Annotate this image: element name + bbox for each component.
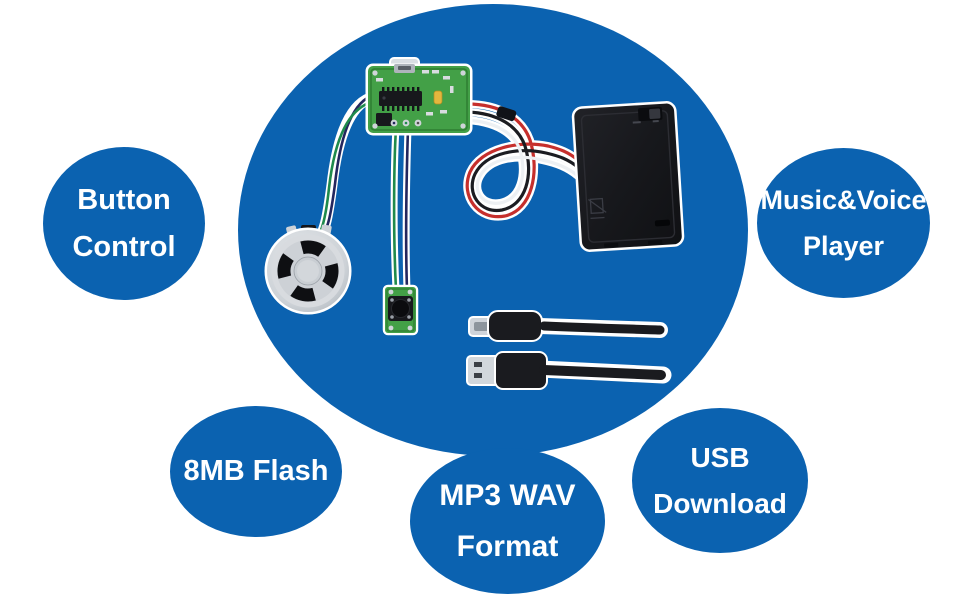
micro-usb-cord (539, 321, 665, 335)
bubble-line: Music&Voice (760, 184, 927, 215)
bubble-line: MP3 WAV (439, 479, 576, 512)
component-yellow (433, 90, 443, 105)
battery-box-slot (654, 219, 670, 227)
feature-bubble-button-control: Button Control (43, 147, 205, 300)
pcb-passives (376, 70, 454, 116)
button-wires (390, 124, 412, 294)
speaker (264, 224, 352, 315)
battery-box-markings (587, 197, 607, 220)
bubble-line: Control (72, 231, 176, 263)
bubble-line: Player (802, 231, 885, 261)
micro-usb-plug-body (487, 310, 543, 342)
bubble-line: Button (77, 183, 171, 216)
feature-bubble-usb-download: USB Download (632, 408, 808, 553)
usb-a-plug-body (494, 351, 548, 390)
usb-a-cable (466, 351, 672, 390)
battery-box (571, 101, 685, 252)
usb-a-cord (539, 365, 666, 380)
solder-pads (372, 70, 466, 129)
bubble-line: USB (690, 441, 750, 473)
bubble-line: Download (653, 488, 787, 519)
micro-usb-cable (468, 310, 668, 342)
battery-wire-coil (463, 100, 583, 221)
chip-ic (379, 87, 422, 111)
sound-module-pcb (365, 57, 473, 136)
power-switch (632, 106, 663, 124)
bubble-line: Format (456, 529, 559, 563)
chip-small (376, 113, 392, 126)
feature-bubble-mp3-wav-format: MP3 WAV Format (410, 448, 605, 594)
wire-tie (496, 106, 517, 122)
feature-bubble-8mb-flash: 8MB Flash (170, 406, 342, 537)
push-button (382, 284, 419, 336)
bubble-line: 8MB Flash (183, 455, 329, 488)
feature-bubble-music-voice-player: Music&Voice Player (757, 148, 930, 298)
usb-a-plug-tip (466, 355, 500, 386)
speaker-slots (277, 240, 339, 302)
